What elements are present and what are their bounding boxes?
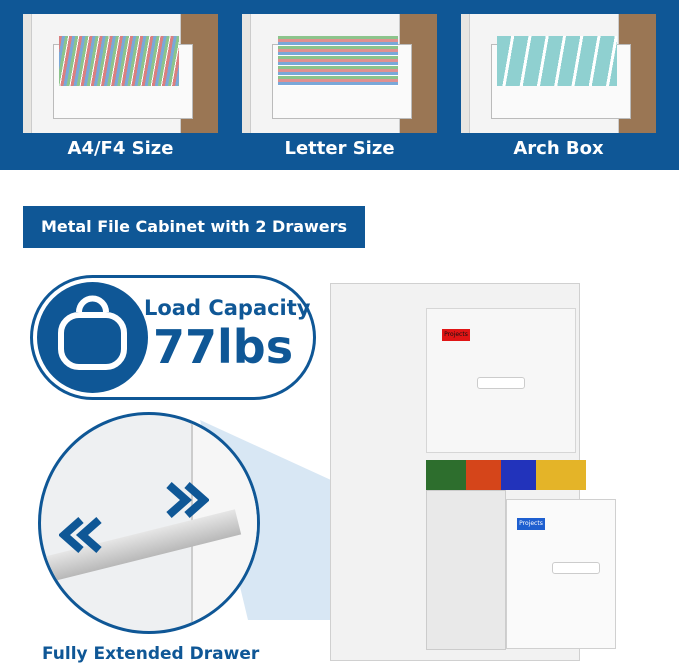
slide-rail-closeup [38,412,260,634]
load-capacity-value: 77lbs [153,320,294,374]
top-drawer-label: Projects [442,329,470,341]
arrow-right-icon [166,482,209,518]
load-capacity-label: Load Capacity [144,296,311,320]
load-capacity-badge: Load Capacity 77lbs [30,275,316,400]
fully-extended-caption: Fully Extended Drawer [42,644,260,664]
top-drawer-handle[interactable] [477,377,525,389]
file-cabinet: Projects Projects [330,283,616,661]
arch-box-photo [461,14,656,133]
bottom-drawer: Projects [506,499,616,649]
a4-size-photo [23,14,218,133]
bottom-drawer-handle[interactable] [552,562,600,574]
hanging-files [426,460,586,490]
letter-size-photo [242,14,437,133]
top-drawer: Projects [426,308,576,453]
bottom-drawer-label: Projects [517,518,545,530]
a4-size-label: A4/F4 Size [67,138,174,159]
arrow-left-icon [59,517,102,553]
weight-icon [37,282,148,393]
arch-box-label: Arch Box [513,138,604,159]
letter-size-label: Letter Size [284,138,395,159]
product-title: Metal File Cabinet with 2 Drawers [23,206,365,248]
